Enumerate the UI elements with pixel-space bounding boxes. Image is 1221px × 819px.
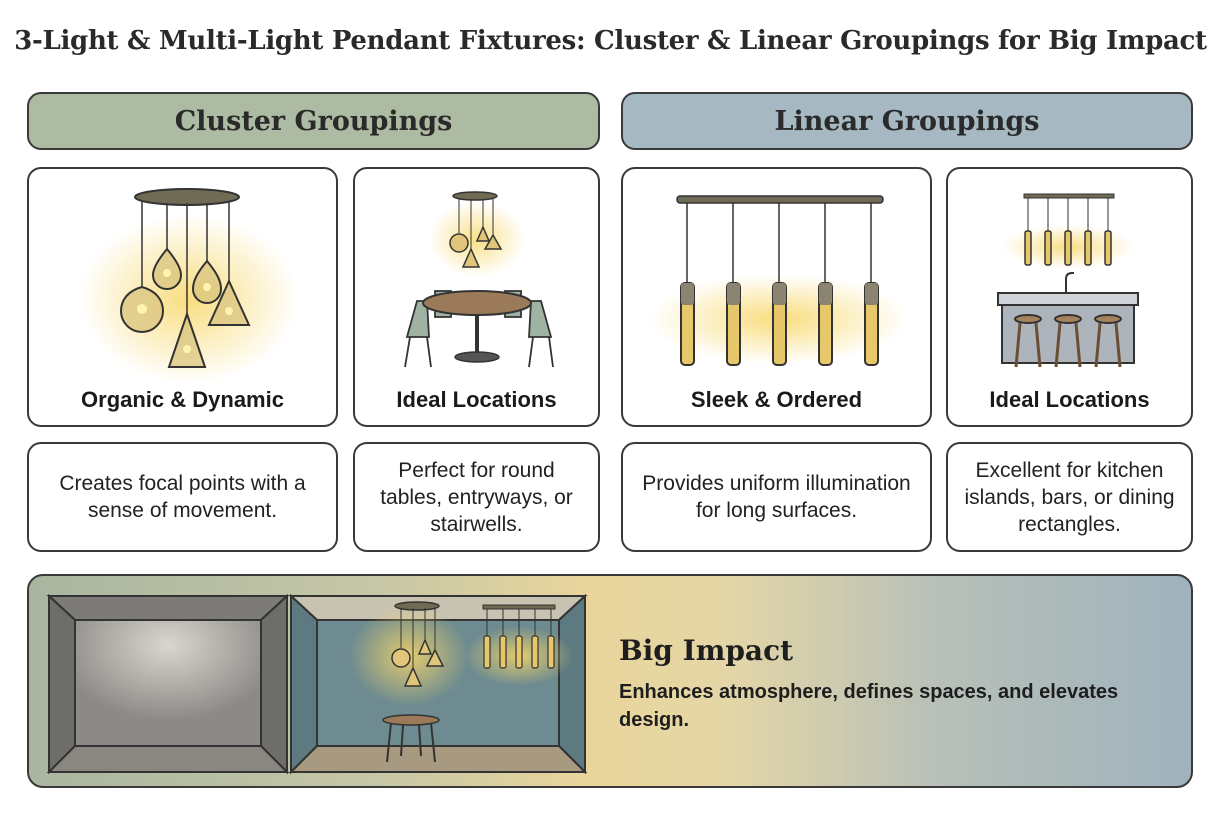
canopy [134, 188, 240, 206]
card-ideal-locations-linear: Ideal Locations [946, 167, 1193, 427]
linear-pendant-illustration [649, 195, 909, 366]
big-impact-panel: Big Impact Enhances atmosphere, defines … [27, 574, 1193, 788]
card-ideal-locations-cluster: Ideal Locations [353, 167, 600, 427]
kitchen-island-illustration [997, 193, 1139, 368]
empty-room [46, 593, 290, 775]
before-after-room-illustration [46, 593, 588, 775]
card-label: Ideal Locations [396, 387, 557, 412]
impact-text: Enhances atmosphere, defines spaces, and… [619, 681, 1119, 731]
card-sleek-ordered: Sleek & Ordered [621, 167, 932, 427]
card-label: Organic & Dynamic [81, 387, 284, 412]
description-ideal-locations-cluster: Perfect for round tables, entryways, or … [353, 442, 600, 552]
glow-area [79, 214, 299, 384]
description-ideal-locations-linear: Excellent for kitchen islands, bars, or … [946, 442, 1193, 552]
page-title: 3-Light & Multi-Light Pendant Fixtures: … [14, 26, 1207, 56]
cluster-pendant-illustration [79, 188, 299, 384]
bulb-shades [119, 247, 251, 368]
dining-table-illustration [404, 191, 554, 368]
card-label: Ideal Locations [989, 387, 1150, 412]
cluster-groupings-header: Cluster Groupings [27, 92, 600, 150]
card-organic-dynamic: Organic & Dynamic [27, 167, 338, 427]
linear-groupings-header: Linear Groupings [621, 92, 1193, 150]
impact-title: Big Impact [619, 634, 794, 667]
card-label: Sleek & Ordered [690, 387, 863, 412]
description-organic-dynamic: Creates focal points with a sense of mov… [27, 442, 338, 552]
description-sleek-ordered: Provides uniform illumination for long s… [621, 442, 932, 552]
